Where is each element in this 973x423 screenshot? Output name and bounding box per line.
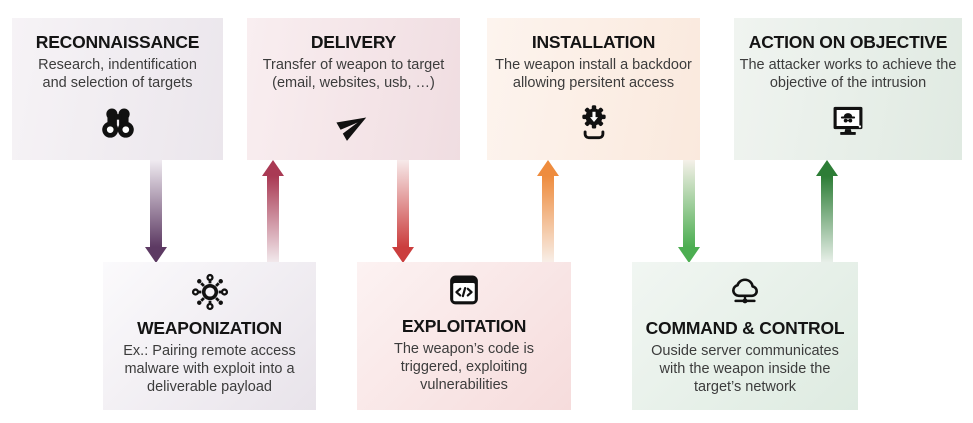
arrow-shaft [821, 176, 833, 263]
gear-install-icon [487, 103, 700, 143]
stage-card-weaponization: WEAPONIZATION Ex.: Pairing remote access… [103, 262, 316, 410]
virus-icon [103, 271, 316, 313]
stage-description: Research, indentification and selection … [38, 57, 197, 91]
arrow-installation-to-command-control [678, 160, 700, 263]
code-window-icon [357, 271, 571, 311]
stage-description: Ouside server communicates with the weap… [651, 343, 839, 395]
paper-plane-icon [247, 103, 460, 143]
stage-title: COMMAND & CONTROL [645, 318, 845, 338]
arrow-weaponization-to-delivery [262, 160, 284, 263]
arrow-head [816, 160, 838, 176]
arrow-head [392, 247, 414, 263]
stage-card-exploitation: EXPLOITATION The weapon’s code is trigge… [357, 262, 571, 410]
arrow-head [145, 247, 167, 263]
arrow-reconnaissance-to-weaponization [145, 160, 167, 263]
arrow-head [678, 247, 700, 263]
arrow-shaft [267, 176, 279, 263]
stage-description: The weapon install a backdoor allowing p… [495, 57, 692, 91]
cloud-network-icon [632, 271, 858, 313]
arrow-head [537, 160, 559, 176]
arrow-command-control-to-action [816, 160, 838, 263]
binoculars-icon [12, 103, 223, 143]
spy-monitor-icon [734, 103, 962, 143]
stage-title: RECONNAISSANCE [35, 32, 200, 52]
stage-card-reconnaissance: RECONNAISSANCE Research, indentification… [12, 18, 223, 160]
stage-card-command-and-control: COMMAND & CONTROL Ouside server communic… [632, 262, 858, 410]
arrow-head [262, 160, 284, 176]
stage-card-delivery: DELIVERY Transfer of weapon to target (e… [247, 18, 460, 160]
stage-title: ACTION ON OBJECTIVE [748, 32, 948, 52]
arrow-delivery-to-exploitation [392, 160, 414, 263]
arrow-exploitation-to-installation [537, 160, 559, 263]
stage-description: The weapon’s code is triggered, exploiti… [394, 341, 534, 393]
arrow-shaft [150, 160, 162, 247]
stage-title: EXPLOITATION [401, 316, 527, 336]
stage-card-action-on-objective: ACTION ON OBJECTIVE The attacker works t… [734, 18, 962, 160]
stage-card-installation: INSTALLATION The weapon install a backdo… [487, 18, 700, 160]
stage-title: INSTALLATION [531, 32, 656, 52]
arrow-shaft [542, 176, 554, 263]
stage-description: The attacker works to achieve the object… [739, 57, 957, 91]
stage-description: Ex.: Pairing remote access malware with … [123, 343, 296, 395]
arrow-shaft [683, 160, 695, 247]
arrow-shaft [397, 160, 409, 247]
stage-title: WEAPONIZATION [137, 318, 282, 338]
stage-description: Transfer of weapon to target (email, web… [262, 57, 445, 91]
stage-title: DELIVERY [310, 32, 397, 52]
